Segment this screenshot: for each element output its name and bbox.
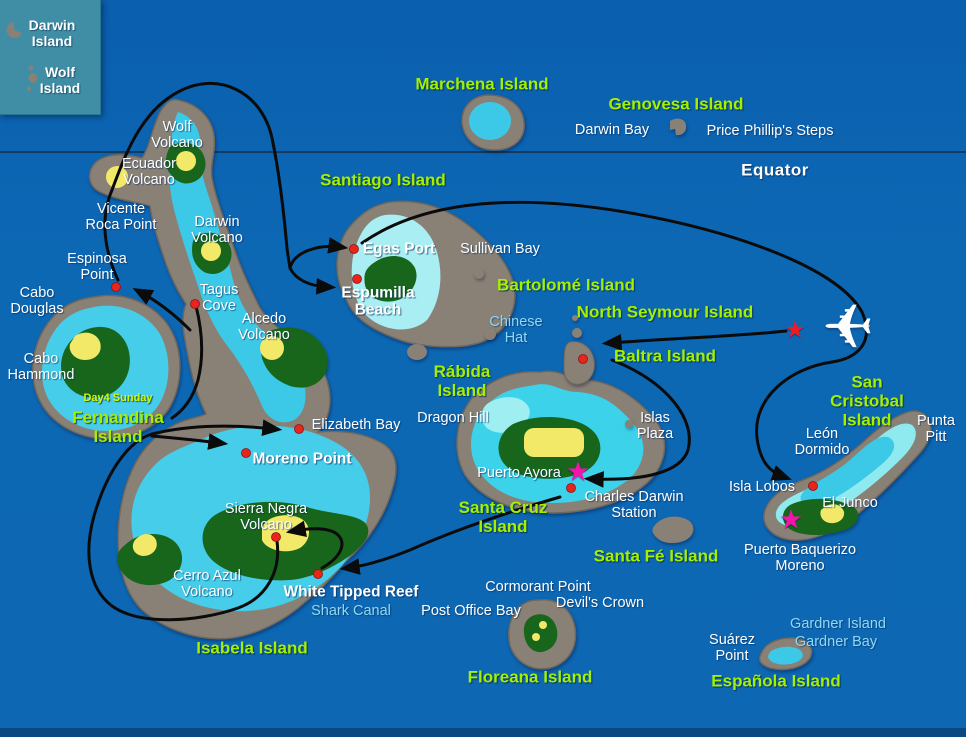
islet-north-seymour-small	[572, 315, 578, 321]
islet-north-seymour	[572, 328, 582, 338]
island-espanola	[758, 637, 813, 671]
island-marchena	[461, 94, 525, 151]
islet-islas-plaza	[625, 420, 633, 428]
route-to-elizabeth-bay	[150, 419, 283, 436]
route-to-white-tipped-reef	[339, 495, 562, 575]
route-arrival-arc	[360, 200, 868, 481]
site-dot-8	[578, 354, 588, 364]
island-san-cristobal	[763, 410, 932, 541]
islet-rabida	[407, 344, 427, 360]
site-dot-3	[352, 274, 362, 284]
route-to-sierra-negra	[285, 520, 344, 570]
darwin-island-icon	[6, 22, 22, 38]
route-channel	[170, 304, 204, 420]
site-dots-layer	[111, 244, 818, 579]
island-fernandina	[32, 294, 181, 440]
island-isabela	[88, 98, 397, 640]
route-to-egas-port	[288, 237, 349, 270]
islet-bartolome	[474, 269, 484, 279]
site-dot-6	[271, 532, 281, 542]
northern-islands-inset: Darwin Island Wolf Island	[0, 0, 101, 115]
site-dot-0	[111, 282, 121, 292]
route-to-espumilla-beach	[288, 266, 337, 295]
site-dot-2	[349, 244, 359, 254]
site-dot-10	[808, 481, 818, 491]
islet-santa-fe	[652, 516, 694, 544]
route-north-isabela-loop	[103, 81, 292, 282]
bottom-bar	[0, 728, 966, 737]
islet-genovesa	[670, 118, 687, 136]
site-dot-7	[313, 569, 323, 579]
cruise-route	[87, 81, 868, 622]
islet-chinese-hat	[484, 328, 496, 340]
route-star-to-north-seymour	[601, 329, 788, 351]
route-southwest-loop	[87, 432, 280, 622]
islet-baltra	[563, 341, 595, 385]
route-baltra-to-darwin-station	[583, 358, 691, 488]
site-dot-5	[241, 448, 251, 458]
island-santa-cruz	[456, 370, 666, 514]
inset-icons	[6, 22, 38, 92]
site-dot-4	[294, 424, 304, 434]
island-floreana	[508, 599, 577, 670]
site-dot-1	[190, 299, 200, 309]
wolf-island-icon	[26, 65, 38, 92]
site-dot-9	[566, 483, 576, 493]
route-to-moreno-point	[150, 433, 229, 450]
island-santiago	[336, 200, 516, 348]
route-to-espinosa-point	[132, 288, 192, 332]
